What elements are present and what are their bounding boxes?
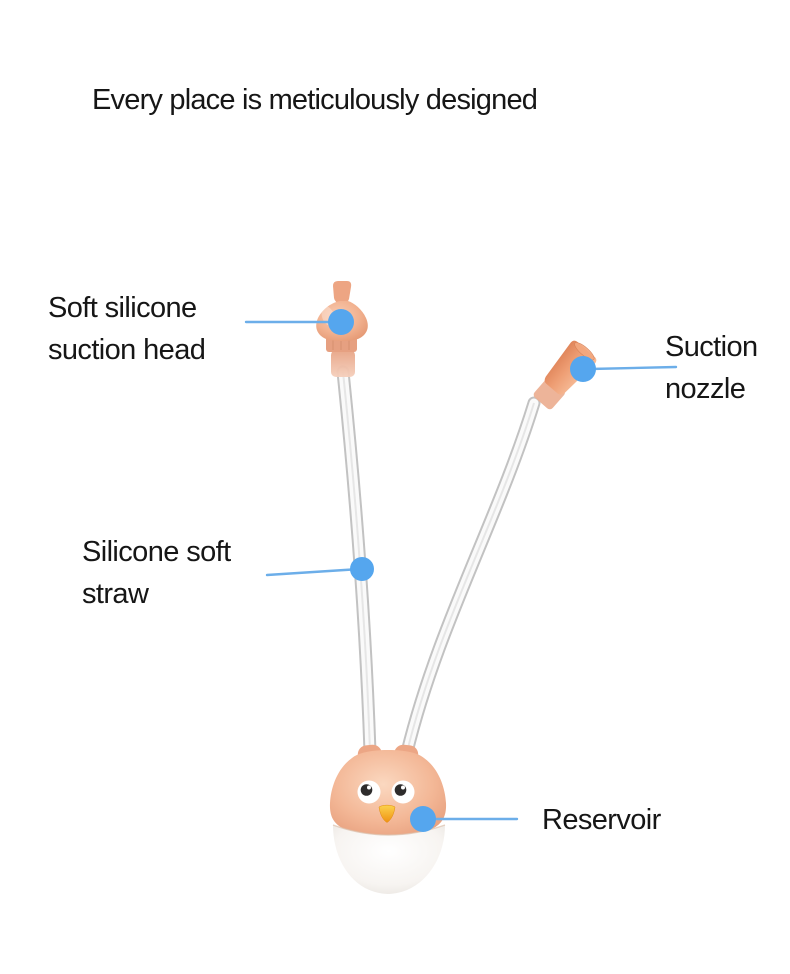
callout-dot-suction-head bbox=[328, 309, 354, 335]
owl-pupil-right bbox=[394, 784, 407, 796]
owl-beak bbox=[378, 804, 396, 823]
reservoir-dome bbox=[333, 825, 445, 894]
label-reservoir: Reservoir bbox=[542, 799, 661, 841]
page-title: Every place is meticulously designed bbox=[92, 84, 538, 116]
reservoir-seam bbox=[332, 824, 446, 836]
label-suction-head: Soft silicone suction head bbox=[48, 287, 206, 371]
callout-dot-reservoir bbox=[410, 806, 436, 832]
label-line: suction head bbox=[48, 334, 206, 366]
label-straw: Silicone soft straw bbox=[82, 531, 231, 615]
label-line: Silicone soft bbox=[82, 536, 231, 568]
right-straw-tube bbox=[400, 396, 541, 759]
label-line: straw bbox=[82, 578, 149, 610]
callout-dot-suction-nozzle bbox=[570, 356, 596, 382]
label-line: Soft silicone bbox=[48, 292, 197, 324]
callout-line-suction-nozzle bbox=[588, 365, 678, 371]
label-line: Reservoir bbox=[542, 804, 661, 836]
owl-pupil-left bbox=[360, 784, 373, 796]
callout-line-straw bbox=[265, 567, 362, 577]
label-suction-nozzle: Suction nozzle bbox=[665, 326, 758, 410]
label-line: Suction bbox=[665, 331, 758, 363]
label-line: nozzle bbox=[665, 373, 746, 405]
callout-dot-straw bbox=[350, 557, 374, 581]
